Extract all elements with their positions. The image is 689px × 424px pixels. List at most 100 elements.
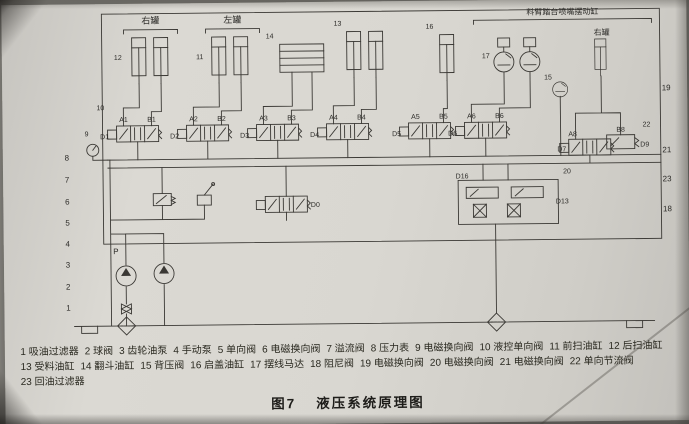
valve-label: D3 [240,133,249,140]
tank-label: 右罐 [594,27,610,37]
callout-number: 16 [426,24,434,31]
legend-item: 13 受料油缸 [20,361,75,374]
callout-number: 9 [85,131,89,138]
valve-label: D1 [100,134,109,141]
callout-number: 10 [96,105,104,112]
throttle-check-valve-symbol [606,134,640,150]
legend-item: 8 压力表 [370,342,410,355]
callout-number: 8 [65,154,70,163]
cylinder-to-valve-lines [122,71,622,156]
cylinder-symbol [131,37,147,85]
stacked-component [279,43,325,73]
tank-symbol [81,325,99,334]
bus-lines [107,153,662,169]
manual-pump-symbol [196,182,216,206]
circuit-lines [74,7,663,336]
port-label: B4 [357,114,366,121]
tank-line [74,319,656,327]
callout-number: 6 [65,198,70,207]
callout-number: 5 [65,219,70,228]
valve-label: D16 [456,173,469,180]
legend-item: 3 齿轮油泵 [119,345,168,358]
port-label: A1 [119,117,128,124]
port-label: B2 [217,116,226,123]
callout-number: 23 [663,174,673,183]
legend-item: 20 电磁换向阀 [429,357,494,369]
legend-item: 2 球阀 [84,346,114,358]
legend-item: 14 翻斗油缸 [80,360,135,373]
hydraulic-schematic: 右罐左罐料臂踏台喷嘴摆动缸右罐A1B1A2B2A3B3A4B4A5B5A6B6A… [65,6,673,336]
relief-valve-symbol [152,193,177,207]
callout-number: 18 [663,204,673,213]
valve-label: D4 [310,132,319,139]
legend-item: 12 后扫油缸 [608,340,663,352]
port-label: A4 [329,115,338,122]
legend-item: 16 启盖油缸 [190,359,245,372]
pressure-gauge-symbol [86,143,100,157]
port-label: A6 [467,113,476,120]
legend-item: 10 液控单向阀 [479,341,544,354]
valve-label: D7 [557,146,566,153]
left-circuit-lines [92,155,205,327]
port-label: A8 [568,131,577,138]
figure-caption: 图7 液压系统原理图 [5,388,689,415]
valve-manifold [457,178,560,225]
port-label: A5 [411,114,420,121]
legend-item: 18 阻尼阀 [310,358,355,371]
port-label: B6 [495,113,504,120]
valve-label: D5 [392,131,401,138]
callout-number: 11 [196,54,203,61]
figure-title: 液压系统原理图 [316,394,425,411]
figure-number: 图7 [271,396,297,412]
directional-valve-symbol [455,121,511,139]
cylinder-symbol [153,36,169,85]
legend-item: 23 回油过滤器 [20,376,85,389]
callout-number: 13 [334,21,342,28]
directional-valve-symbol [177,124,233,142]
port-label: A3 [259,115,268,122]
legend-item: 17 摆线马达 [250,359,305,371]
pilot-valve-symbol [497,37,511,48]
callout-number: 15 [544,74,552,81]
legend-item: 11 前扫油缸 [549,340,603,353]
callout-number: 21 [662,145,672,154]
legend-item: 15 背压阀 [140,360,185,372]
callout-number: 20 [563,168,571,175]
callout-number: 12 [114,55,122,62]
callout-number: 17 [482,53,490,60]
component-note: 料臂踏台喷嘴摆动缸 [526,6,598,17]
callout-number: 2 [66,283,71,292]
directional-valve-symbol [317,122,373,141]
callout-number: 4 [65,240,70,249]
directional-valve-symbol [107,125,163,143]
tank-label: 右罐 [141,15,159,26]
cylinder-symbol [368,30,384,78]
port-label: B8 [616,127,625,134]
cylinder-symbol [233,36,249,84]
legend-item: 4 手动泵 [173,345,212,357]
motor-symbol [552,81,569,98]
cylinder-symbol [439,34,455,82]
tank-symbol [626,320,644,329]
motor-symbol [493,51,515,73]
tank-label: 左罐 [223,14,241,25]
legend-item: 6 电磁换向阀 [262,343,321,356]
cylinder-symbol [211,36,227,84]
ball-valve-symbol [120,303,133,315]
gear-pump-symbol [115,265,137,287]
callout-number: 19 [662,83,672,92]
legend-item: 22 单向节流阀 [569,355,634,368]
valve-label: D9 [640,141,649,148]
pump-port-label: P [113,247,118,256]
legend-item: 1 吸油过滤器 [20,346,79,359]
directional-valve-symbol [247,123,303,142]
directional-valve-symbol [399,122,455,140]
port-label: B1 [147,117,156,124]
port-label: A2 [189,116,198,123]
callout-number: 22 [643,121,651,128]
legend-item: 5 单向阀 [217,344,257,356]
legend-item: 19 电磁换向阀 [359,357,424,370]
